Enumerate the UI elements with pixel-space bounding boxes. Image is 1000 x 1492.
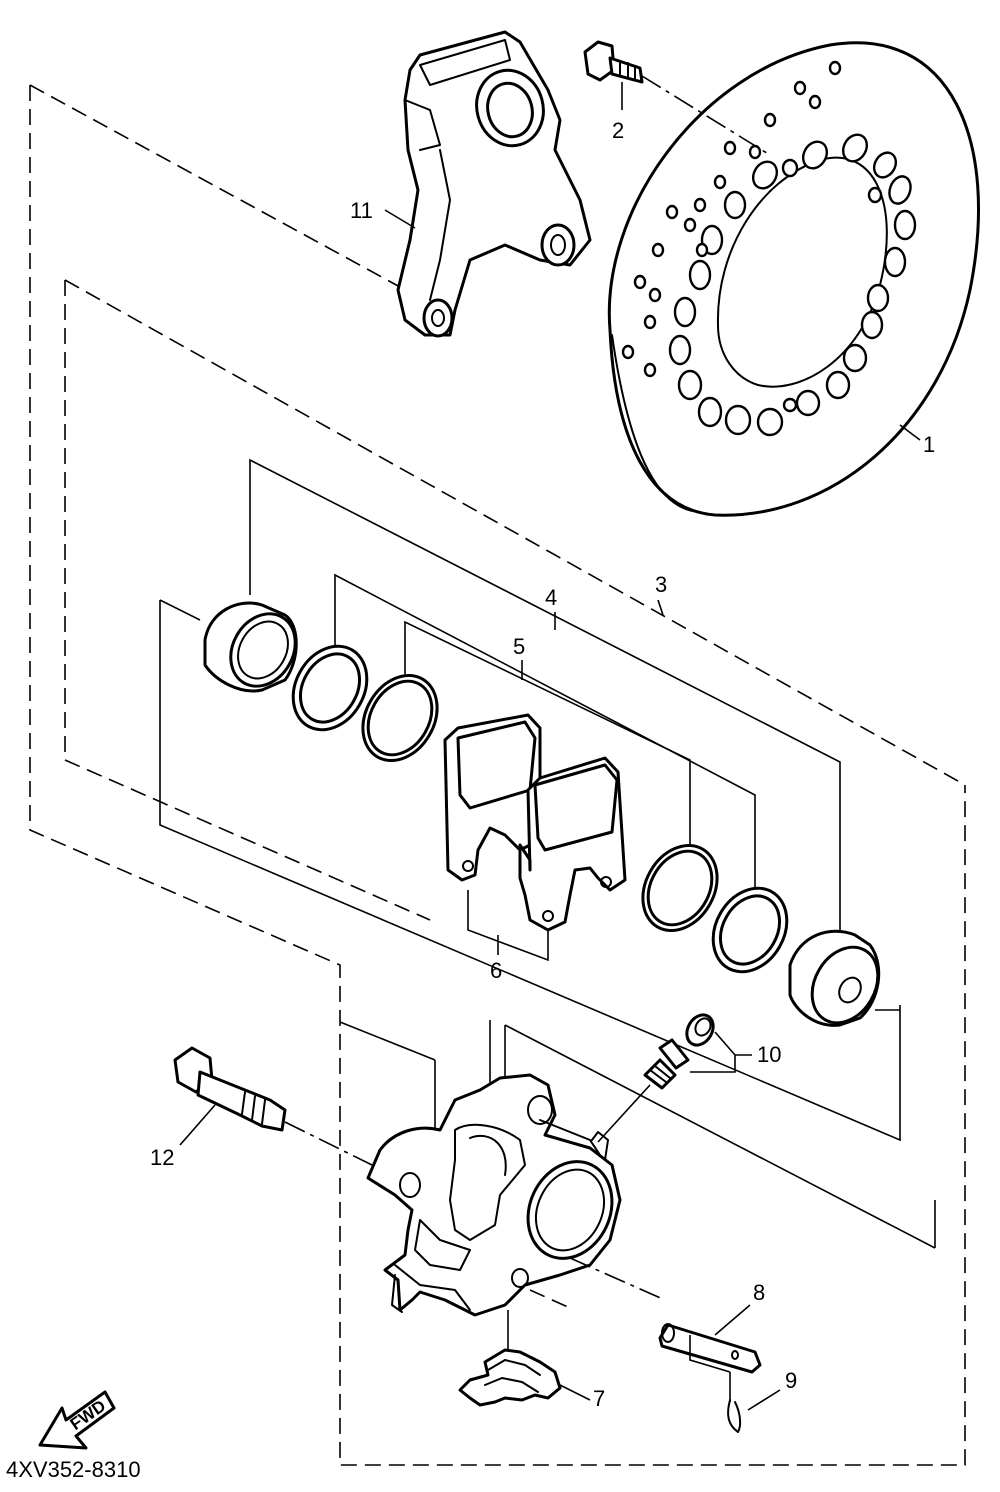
callout-10: 10 bbox=[757, 1042, 781, 1067]
caliper-bolt bbox=[173, 1046, 373, 1166]
bleed-screw bbox=[597, 1038, 690, 1143]
dust-seal-upper bbox=[361, 673, 439, 763]
forward-direction-arrow: FWD bbox=[38, 1390, 116, 1450]
bleed-screw-cap bbox=[685, 1013, 715, 1047]
callout-1: 1 bbox=[923, 432, 935, 457]
callout-9: 9 bbox=[785, 1368, 797, 1393]
callout-3: 3 bbox=[655, 572, 667, 597]
disc-bolt bbox=[583, 40, 771, 156]
callout-12: 12 bbox=[150, 1145, 174, 1170]
caliper-body bbox=[366, 1073, 666, 1317]
brake-pad-front bbox=[443, 713, 542, 882]
piston-seal-upper bbox=[291, 644, 369, 732]
piston-upper bbox=[203, 601, 298, 693]
brake-disc bbox=[607, 41, 981, 517]
assembly-outline-outer bbox=[29, 84, 966, 1466]
pad-spring bbox=[458, 1310, 591, 1407]
callout-8: 8 bbox=[753, 1280, 765, 1305]
callout-11: 11 bbox=[350, 198, 373, 223]
callout-5: 5 bbox=[513, 634, 525, 659]
disc-inner-holes bbox=[668, 133, 917, 437]
caliper-bracket bbox=[384, 30, 592, 338]
piston-lower bbox=[788, 929, 881, 1027]
callout-3-leader bbox=[657, 599, 664, 616]
pad-bracket-lines bbox=[467, 890, 549, 962]
pin-clip bbox=[727, 1372, 781, 1433]
pad-pin bbox=[658, 1304, 762, 1374]
callout-1-leader bbox=[899, 424, 921, 441]
piston-seal-lower bbox=[711, 886, 789, 974]
callout-2: 2 bbox=[612, 118, 624, 143]
piston-kit-bracket bbox=[159, 458, 901, 1142]
dust-seal-lower bbox=[641, 843, 719, 933]
assembly-outline-caliper bbox=[64, 279, 966, 921]
seal-kit-bracket bbox=[334, 573, 756, 895]
bleed-screw-bracket bbox=[690, 1031, 736, 1073]
diagram-code: 4XV352-8310 bbox=[6, 1457, 141, 1482]
disc-outer-holes bbox=[621, 60, 842, 378]
brake-pad-rear bbox=[518, 756, 627, 932]
callout-7: 7 bbox=[593, 1386, 605, 1411]
callout-6: 6 bbox=[490, 958, 502, 983]
callout-4: 4 bbox=[545, 585, 557, 610]
